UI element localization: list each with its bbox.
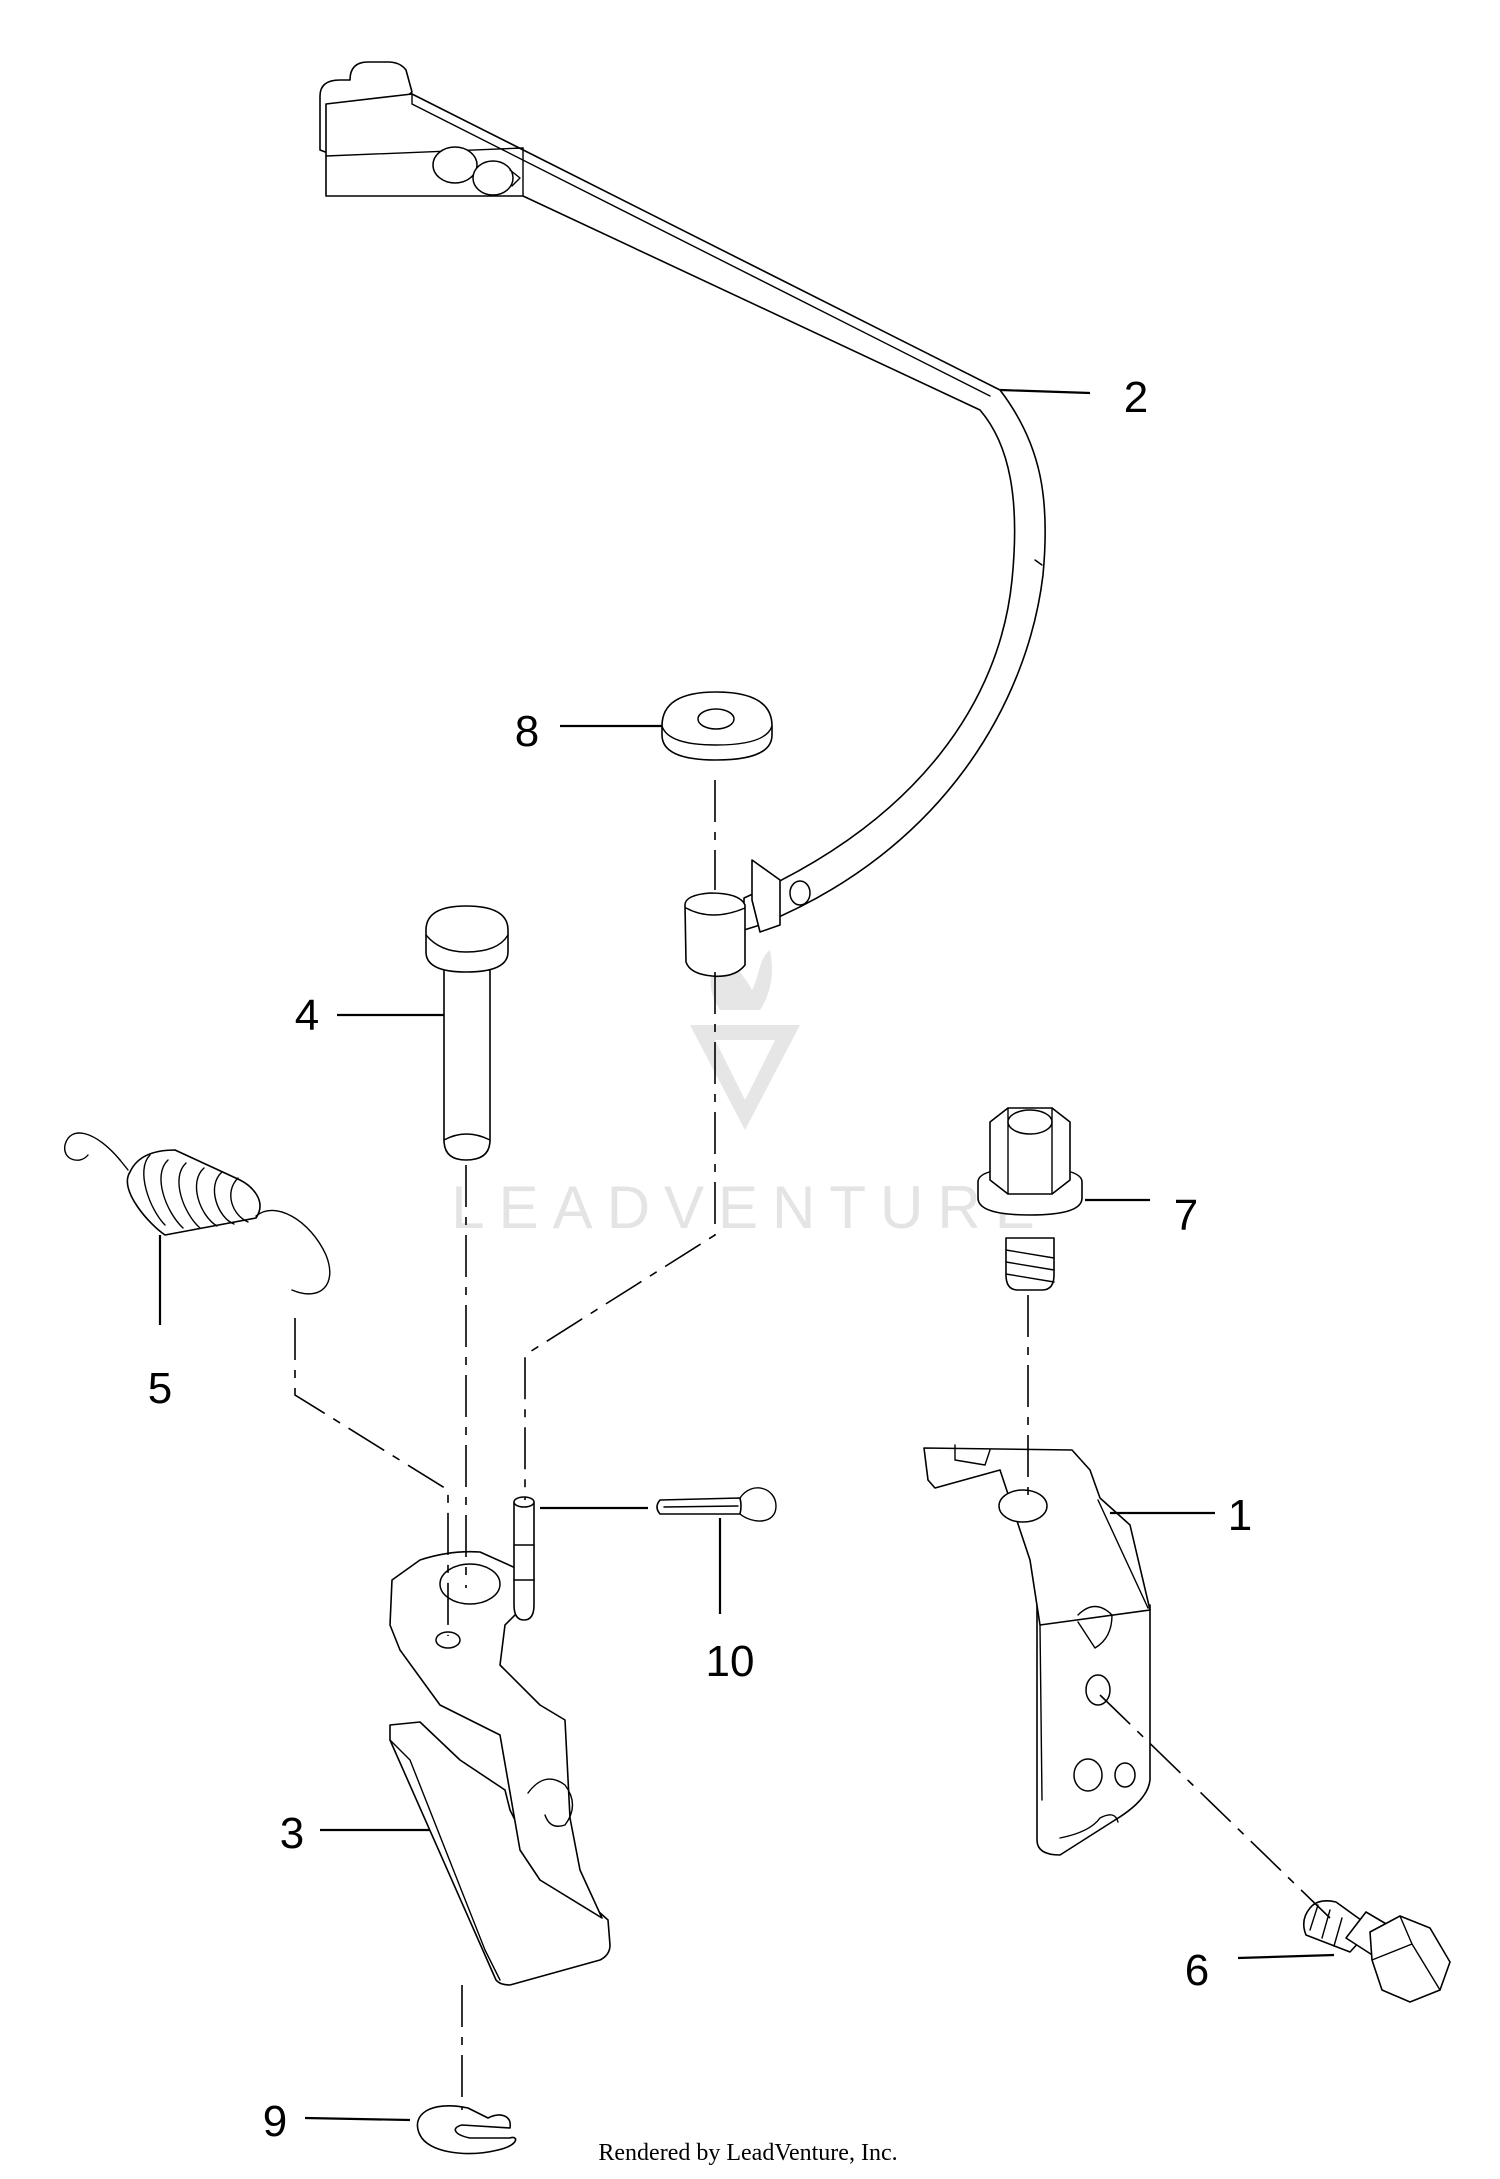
part-9-e-clip	[416, 2105, 517, 2155]
part-4-clevis-pin	[425, 905, 509, 1161]
part-7-flange-bolt	[977, 1107, 1083, 1291]
callout-2: 2	[1124, 373, 1148, 422]
callout-4: 4	[295, 991, 319, 1040]
assembly-lines	[294, 780, 1331, 2110]
callout-10: 10	[706, 1637, 755, 1686]
part-5-spring	[64, 1132, 331, 1295]
callout-7: 7	[1174, 1191, 1198, 1240]
callout-3: 3	[280, 1809, 304, 1858]
render-credit: Rendered by LeadVenture, Inc.	[598, 2140, 897, 2166]
part-2-brake-band	[319, 61, 1047, 978]
watermark-text: LEADVENTURE	[451, 1174, 1048, 1241]
part-6-screw	[1302, 1900, 1451, 2003]
part-10-cotter-pin	[656, 1487, 777, 1522]
callout-labels: 2 8 4 7 5 1 10 3 6 9	[148, 373, 1252, 2146]
callout-1: 1	[1228, 1491, 1252, 1540]
callout-5: 5	[148, 1364, 172, 1413]
part-3-lever	[389, 1496, 611, 1986]
callout-9: 9	[263, 2097, 287, 2146]
leadventure-watermark: LEADVENTURE	[451, 945, 1048, 1241]
part-1-bracket	[923, 1444, 1151, 1856]
callout-8: 8	[515, 707, 539, 756]
leader-lines	[158, 388, 1335, 2122]
callout-6: 6	[1185, 1946, 1209, 1995]
watermark-logo-icon	[690, 1025, 800, 1130]
part-8-washer	[661, 691, 773, 761]
